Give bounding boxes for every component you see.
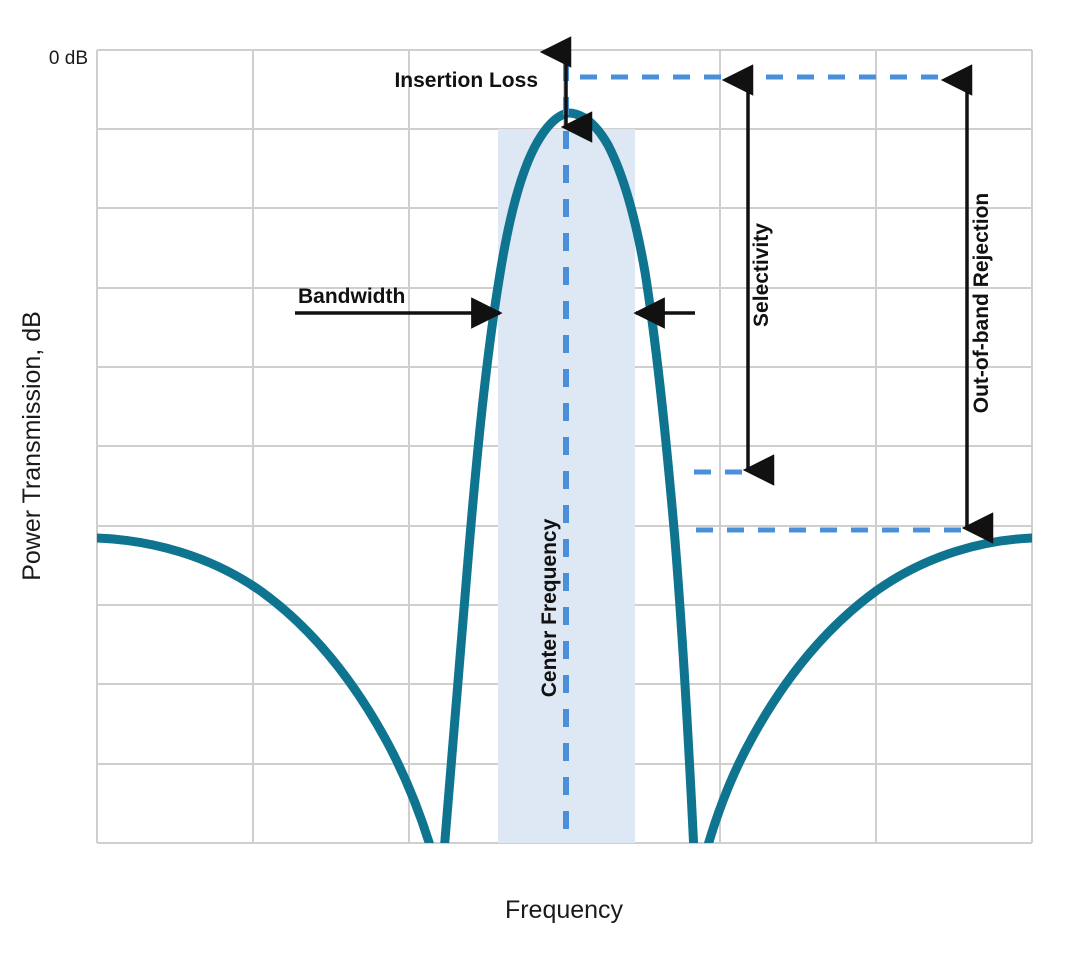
selectivity-annotation: Selectivity: [721, 64, 775, 486]
out-of-band-rejection-label: Out-of-band Rejection: [970, 193, 993, 413]
bandwidth-label: Bandwidth: [298, 285, 405, 308]
insertion-loss-label: Insertion Loss: [394, 69, 538, 92]
selectivity-label: Selectivity: [750, 223, 773, 327]
out-of-band-rejection-annotation: Out-of-band Rejection: [940, 64, 994, 544]
center-frequency-label: Center Frequency: [538, 518, 561, 697]
y-axis-title: Power Transmission, dB: [18, 311, 46, 581]
bandwidth-annotation: Bandwidth: [295, 285, 695, 329]
insertion-loss-annotation: Insertion Loss: [394, 36, 593, 143]
x-axis-title: Frequency: [505, 896, 624, 924]
y-axis-zero-db-tick: 0 dB: [49, 48, 88, 69]
transmission-curve: [97, 108, 1032, 843]
